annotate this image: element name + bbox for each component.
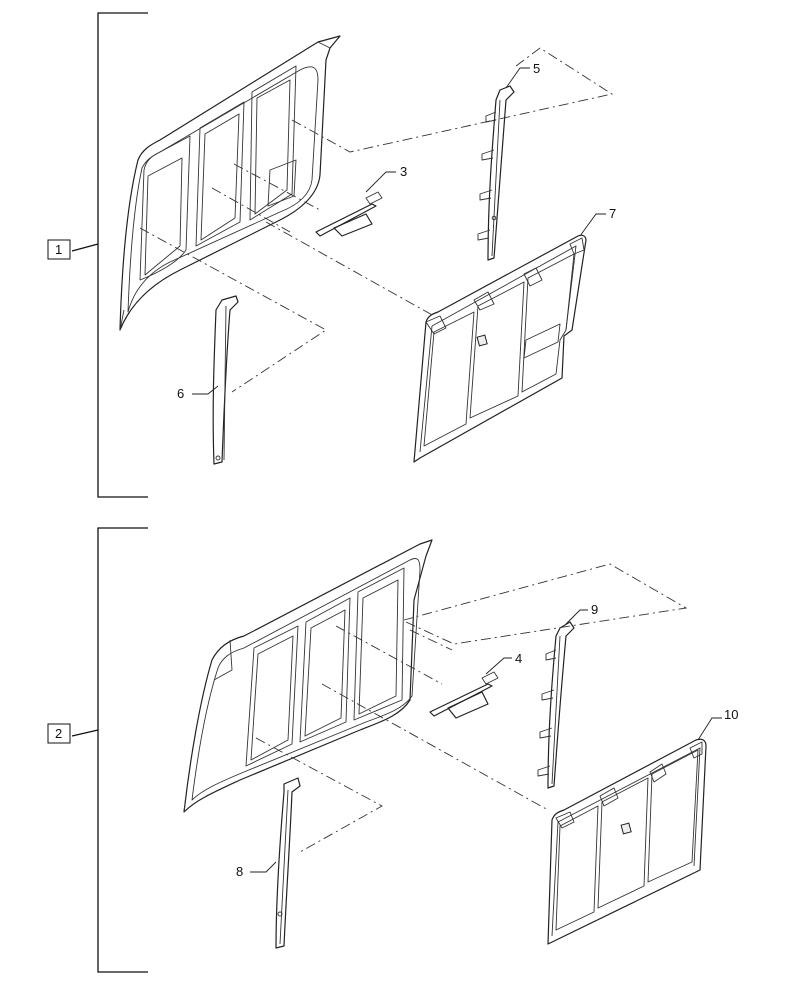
headliner-panel-1 — [119, 35, 341, 331]
leader-10 — [697, 717, 722, 741]
leader-9 — [565, 609, 588, 625]
pillar-trim-9 — [537, 621, 575, 789]
callout-7[interactable]: 7 — [609, 206, 616, 221]
leader-6 — [192, 385, 219, 395]
label-decal-7 — [476, 334, 488, 347]
group-1-label[interactable]: 1 — [55, 242, 62, 257]
callout-6[interactable]: 6 — [177, 386, 184, 401]
window-panel-10 — [547, 738, 707, 945]
assembly-lines-2 — [255, 563, 688, 853]
group-2-label[interactable]: 2 — [55, 726, 62, 741]
label-decal-10 — [620, 822, 632, 835]
leader-7 — [579, 213, 606, 237]
leader-8 — [250, 861, 277, 873]
bracket-part-4 — [429, 671, 499, 719]
callout-5[interactable]: 5 — [533, 61, 540, 76]
leader-3 — [365, 171, 396, 193]
leader-5 — [505, 67, 530, 89]
callout-9[interactable]: 9 — [591, 602, 598, 617]
callout-4[interactable]: 4 — [515, 651, 522, 666]
group-2-label-box — [47, 723, 71, 744]
assembly-lines-1 — [139, 47, 614, 393]
group-1-label-box — [47, 239, 71, 260]
assembly-group-2: 2 — [47, 527, 738, 973]
pillar-trim-8 — [275, 777, 301, 949]
group-2-bracket — [71, 527, 148, 973]
pillar-trim-6 — [212, 295, 239, 465]
bracket-part-3 — [315, 191, 383, 237]
group-1-bracket — [71, 12, 148, 498]
leader-4 — [485, 657, 512, 675]
callout-3[interactable]: 3 — [400, 164, 407, 179]
headliner-panel-2 — [183, 539, 433, 813]
pillar-trim-5 — [477, 85, 515, 261]
callout-8[interactable]: 8 — [236, 864, 243, 879]
assembly-group-1: 1 — [47, 12, 616, 498]
callout-10[interactable]: 10 — [724, 707, 738, 722]
window-panel-7 — [413, 234, 587, 463]
